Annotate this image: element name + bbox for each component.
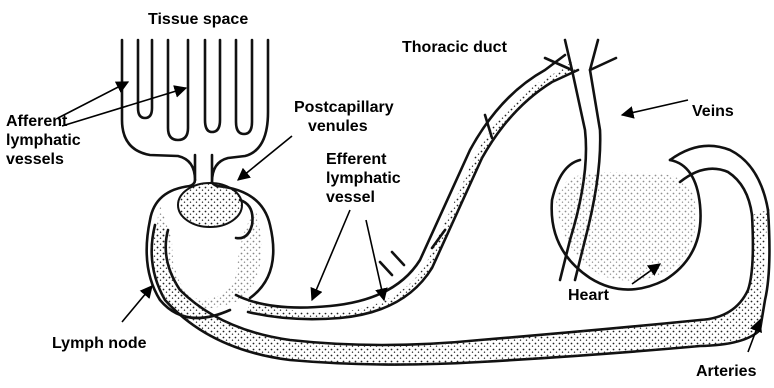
afferent-line-3: vessels bbox=[6, 150, 81, 169]
afferent-lymphatic-vessels-label: Afferent lymphatic vessels bbox=[6, 112, 81, 169]
heart-label: Heart bbox=[568, 286, 609, 305]
arteries-label: Arteries bbox=[696, 362, 756, 381]
efferent-line-2: lymphatic bbox=[326, 169, 401, 188]
efferent-line-1: Efferent bbox=[326, 150, 401, 169]
lymph-node-label: Lymph node bbox=[52, 334, 147, 353]
veins-label: Veins bbox=[692, 102, 734, 121]
afferent-line-1: Afferent bbox=[6, 112, 81, 131]
postcapillary-line-2: venules bbox=[294, 117, 394, 136]
efferent-vessel bbox=[236, 55, 578, 319]
tissue-capillaries bbox=[122, 40, 268, 186]
efferent-line-3: vessel bbox=[326, 188, 401, 207]
postcapillary-venules-label: Postcapillary venules bbox=[294, 98, 394, 136]
thoracic-duct-label: Thoracic duct bbox=[402, 38, 507, 57]
tissue-space-label: Tissue space bbox=[148, 10, 248, 29]
postcapillary-line-1: Postcapillary bbox=[294, 98, 394, 117]
efferent-lymphatic-vessel-label: Efferent lymphatic vessel bbox=[326, 150, 401, 207]
afferent-line-2: lymphatic bbox=[6, 131, 81, 150]
